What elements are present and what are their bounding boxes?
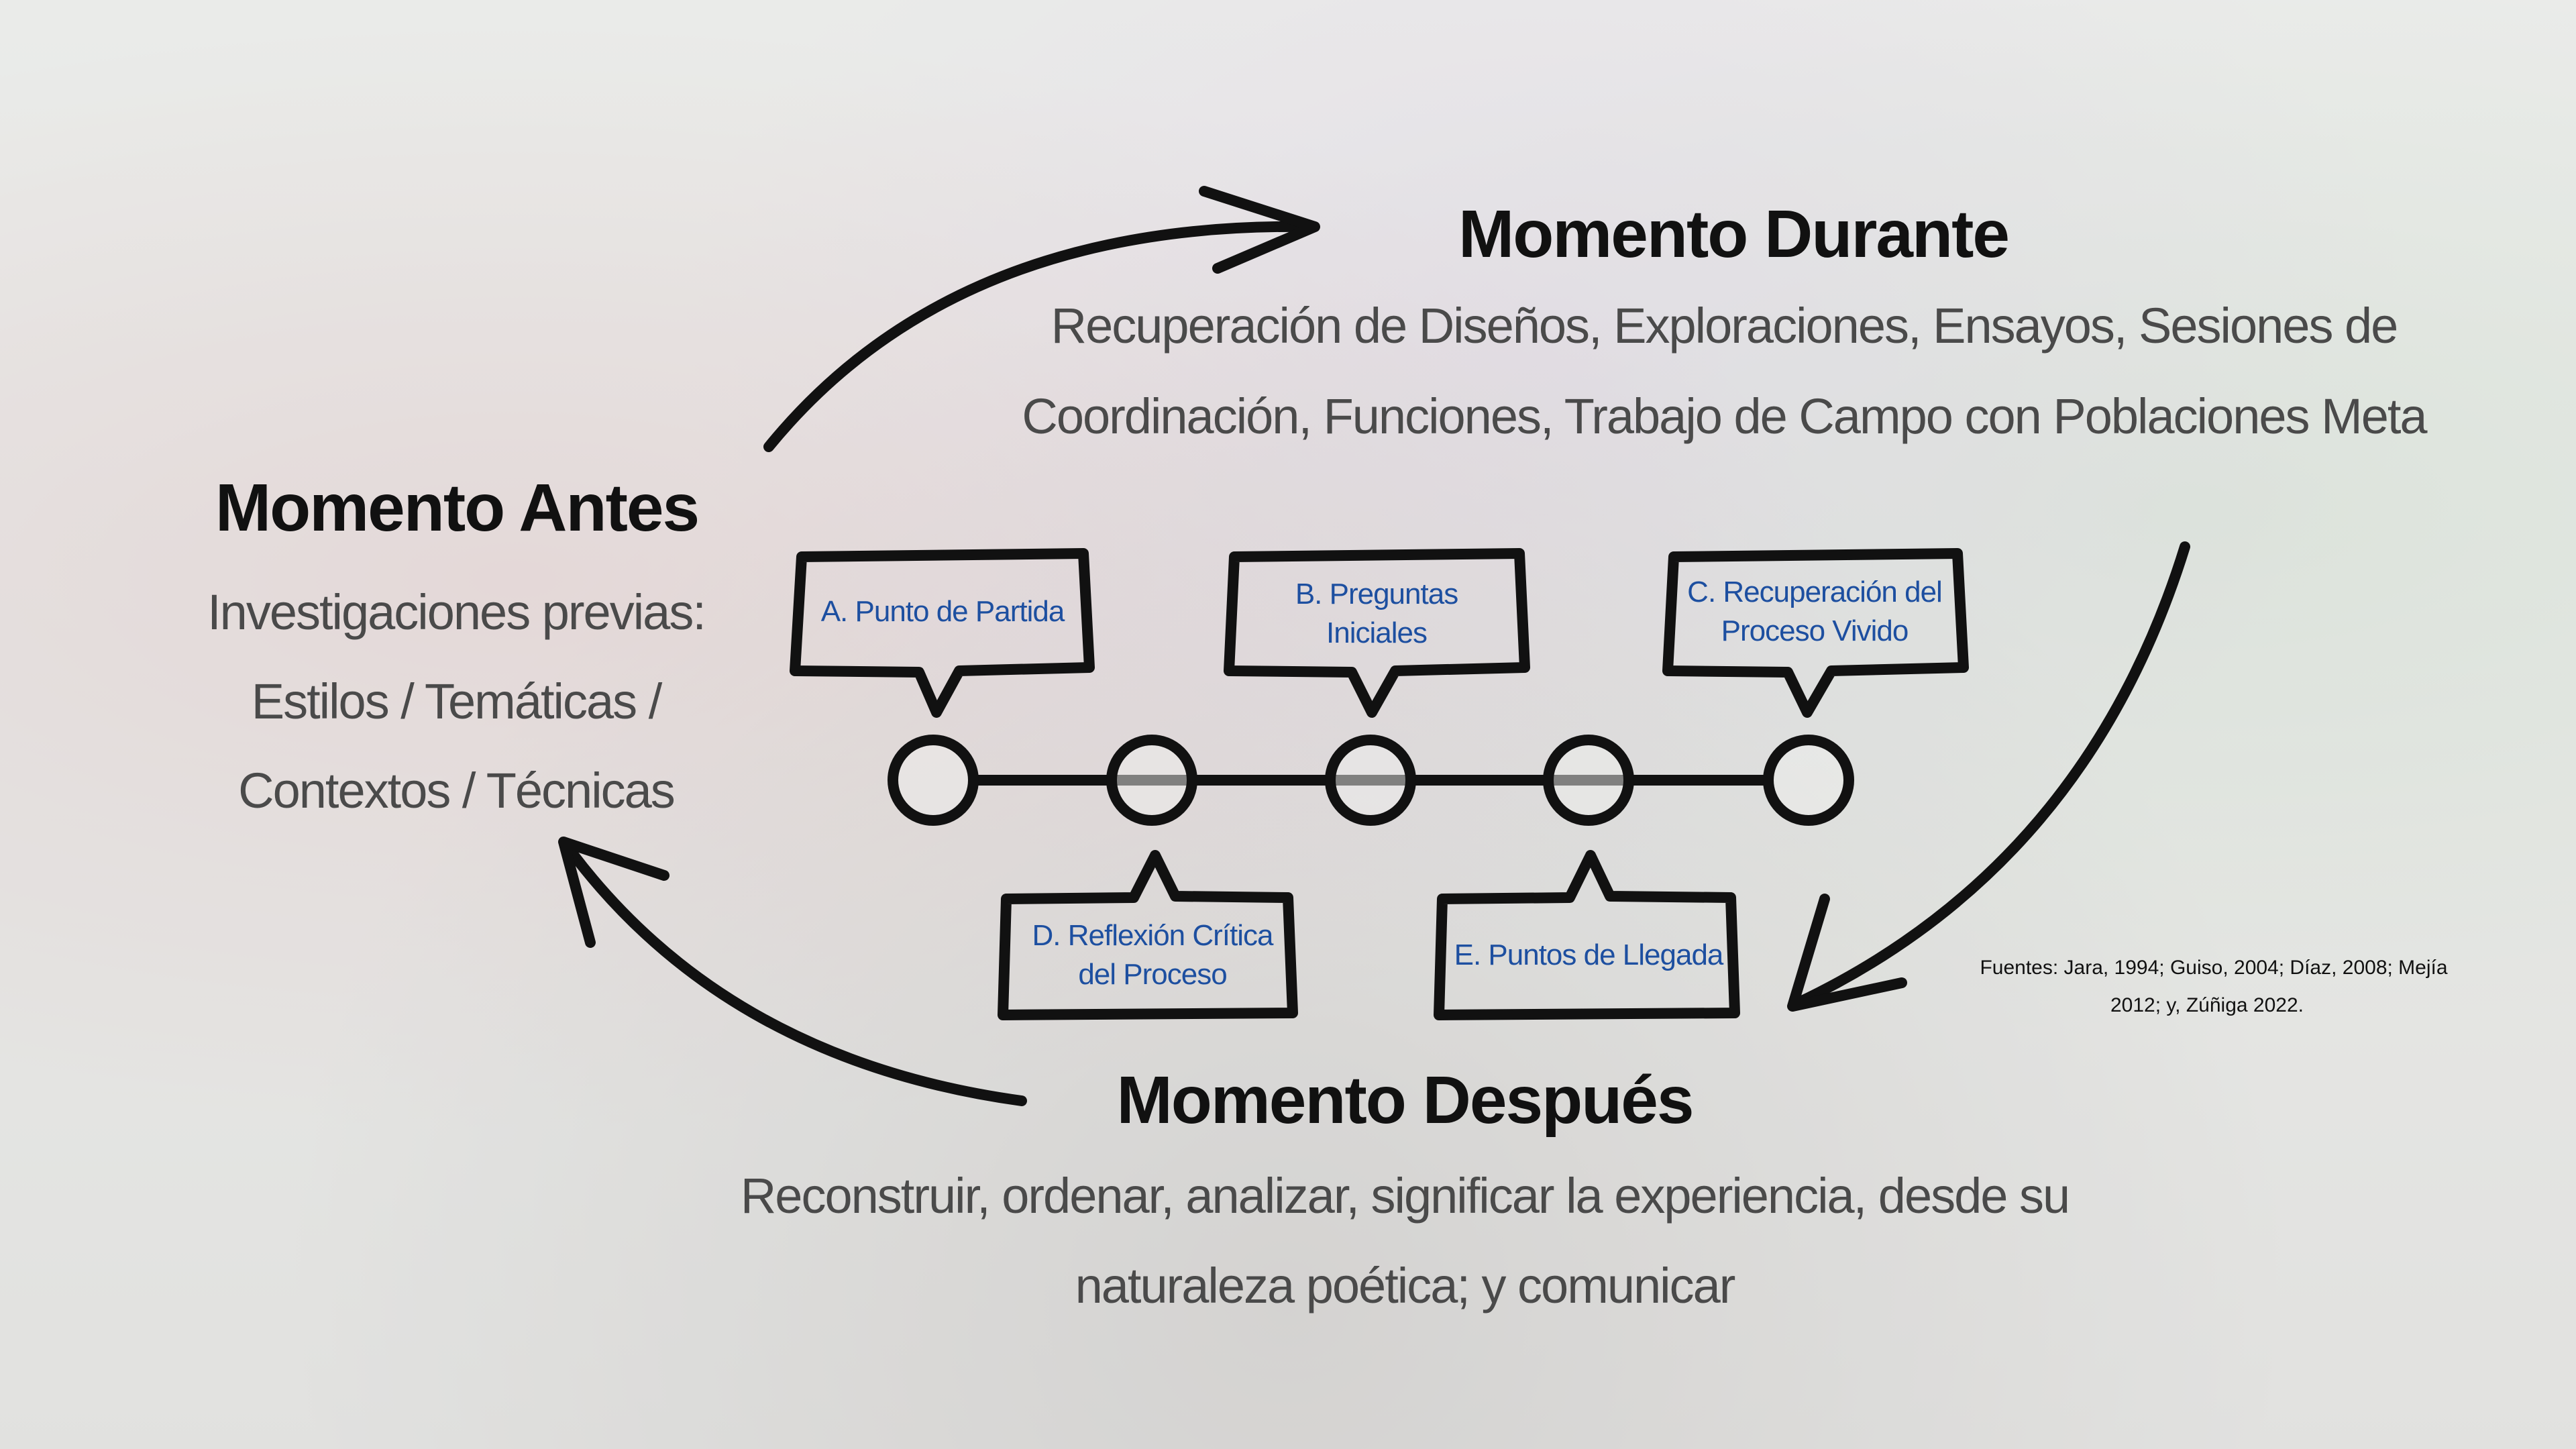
arrow-head-durante bbox=[1199, 186, 1320, 274]
arrow-despues-to-antes bbox=[561, 841, 1027, 1106]
bubble-d bbox=[998, 850, 1298, 1020]
momento-durante-line: Coordinación, Funciones, Trabajo de Camp… bbox=[1022, 388, 2427, 444]
arrow-head-antes bbox=[558, 837, 669, 948]
arrow-head-despues bbox=[1787, 894, 1907, 1012]
sources-line: 2012; y, Zúñiga 2022. bbox=[2110, 994, 2304, 1016]
step-e-label: E. Puntos de Llegada bbox=[1454, 938, 1724, 971]
bubble-c bbox=[1662, 548, 1969, 718]
momento-antes-title: Momento Antes bbox=[215, 470, 700, 545]
timeline-node-1 bbox=[888, 735, 979, 826]
timeline-node-2 bbox=[1106, 735, 1197, 826]
momento-durante-title: Momento Durante bbox=[1458, 197, 2010, 272]
bubble-a bbox=[790, 548, 1095, 718]
bubble-b bbox=[1224, 548, 1530, 718]
timeline-node-4 bbox=[1543, 735, 1634, 826]
momento-antes-line: Contextos / Técnicas bbox=[238, 763, 676, 818]
step-a-label: A. Punto de Partida bbox=[820, 595, 1065, 628]
momento-antes-line: Investigaciones previas: bbox=[207, 584, 706, 640]
momento-despues-line: Reconstruir, ordenar, analizar, signific… bbox=[740, 1168, 2070, 1224]
timeline-node-3 bbox=[1325, 735, 1416, 826]
momento-despues-title: Momento Después bbox=[1116, 1063, 1694, 1138]
bubble-e bbox=[1434, 850, 1740, 1020]
arrow-antes-to-durante bbox=[763, 221, 1313, 452]
momento-despues-line: naturaleza poética; y comunicar bbox=[1075, 1258, 1736, 1313]
arrow-durante-to-despues bbox=[1794, 541, 2190, 1008]
momento-durante-line: Recuperación de Diseños, Exploraciones, … bbox=[1051, 298, 2399, 354]
momento-antes-line: Estilos / Temáticas / bbox=[251, 674, 663, 729]
timeline-node-5 bbox=[1763, 735, 1854, 826]
sources-line: Fuentes: Jara, 1994; Guiso, 2004; Díaz, … bbox=[1980, 957, 2448, 979]
